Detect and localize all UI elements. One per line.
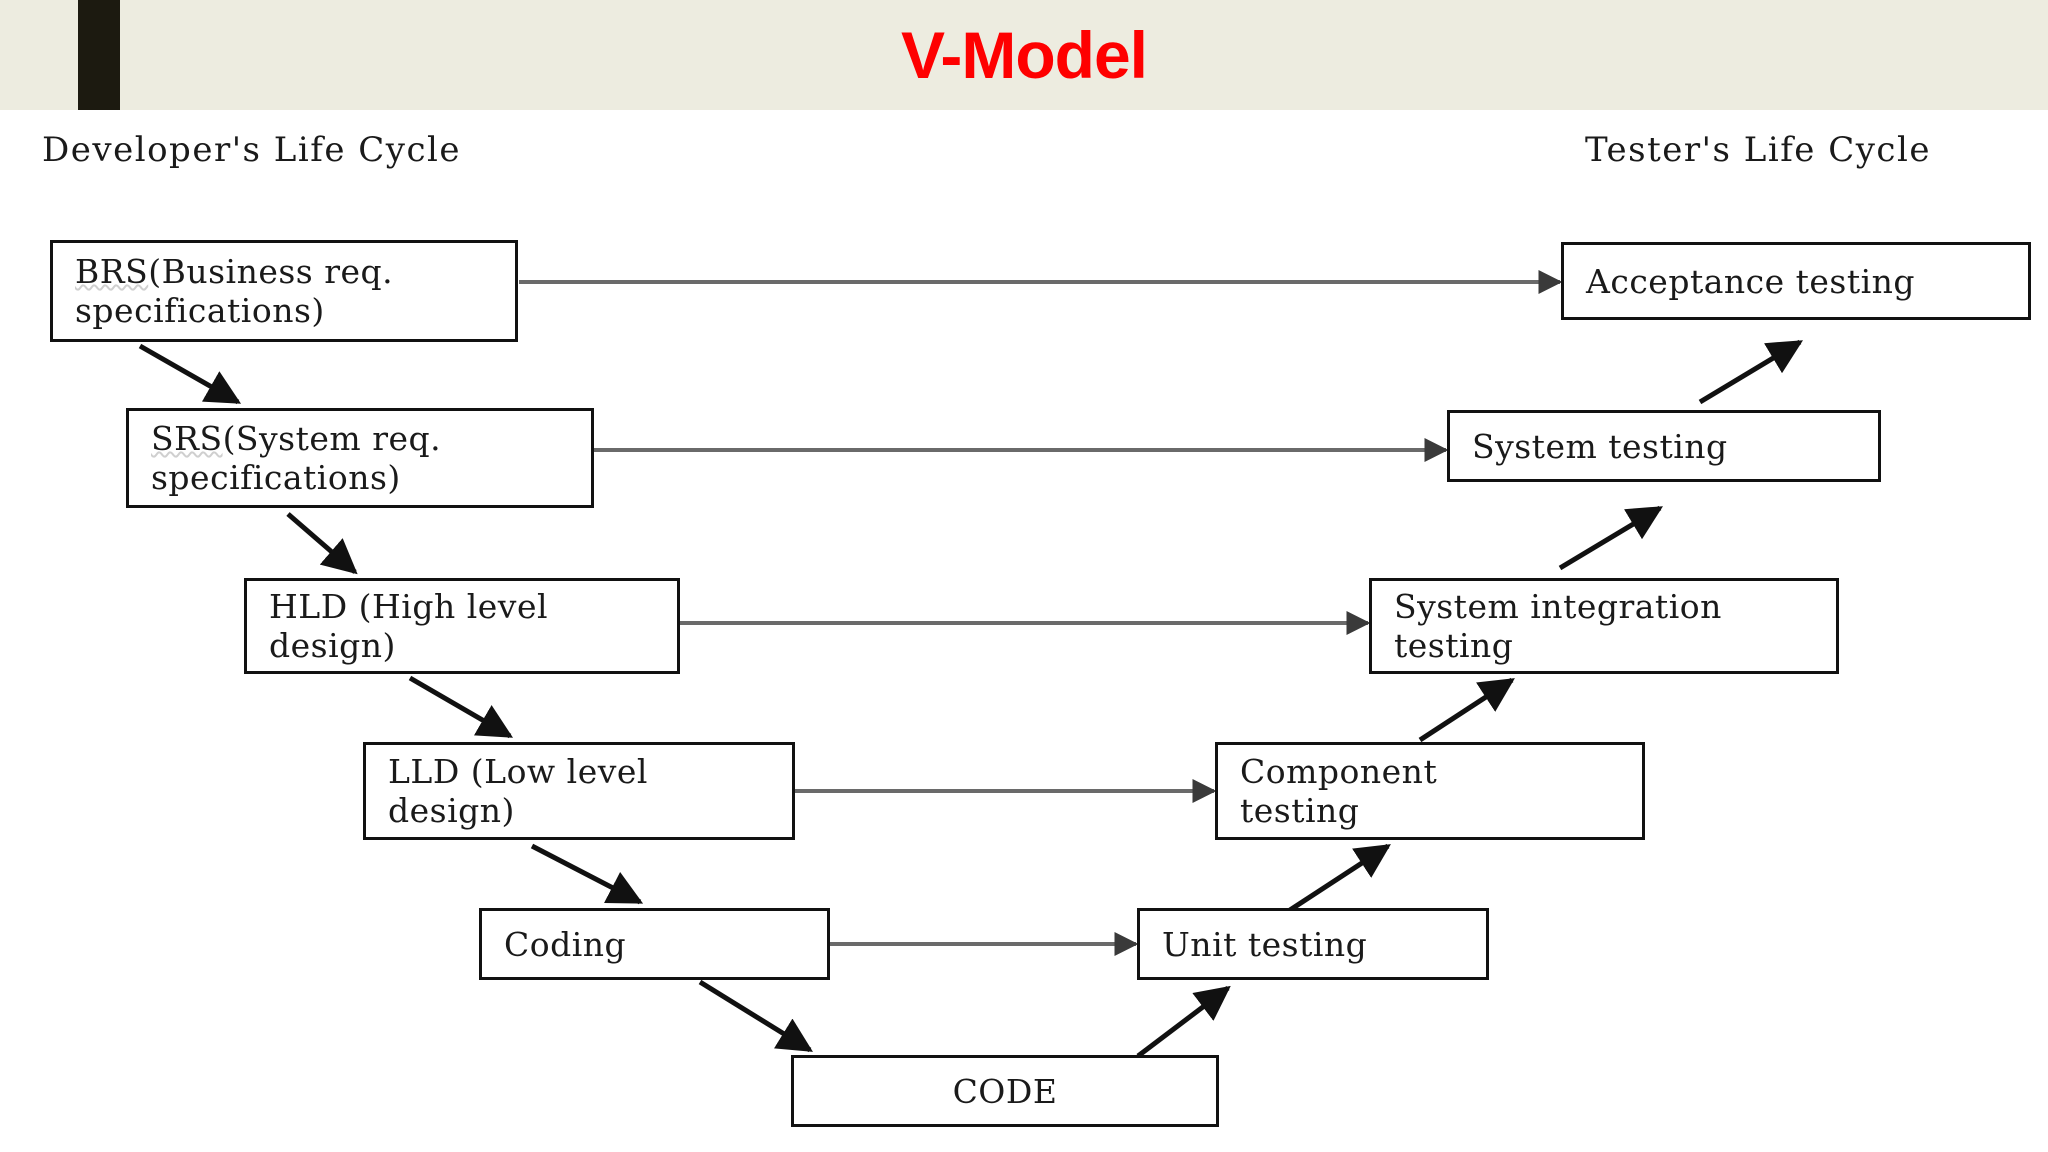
link-sysint-to-system <box>1558 505 1664 571</box>
tester-lifecycle-label: Tester's Life Cycle <box>1585 130 1931 170</box>
node-brs-line2: specifications) <box>75 291 325 330</box>
node-coding-line1: Coding <box>504 924 627 964</box>
node-system-integration-testing[interactable]: System integration testing <box>1369 578 1839 674</box>
node-srs-line1-rest: (System req. <box>222 419 442 458</box>
node-sysint-line1: System integration <box>1394 587 1722 626</box>
node-srs[interactable]: SRS(System req. specifications) <box>126 408 594 508</box>
node-sysint-line2: testing <box>1394 626 1514 665</box>
link-lld-to-coding <box>530 843 644 905</box>
v-model-diagram: BRS(Business req. specifications) SRS(Sy… <box>0 110 2048 1152</box>
slide-header-band <box>0 0 2048 110</box>
page-title: V-Model <box>900 18 1148 92</box>
node-component-line2: testing <box>1240 791 1360 830</box>
link-coding-to-code <box>698 979 813 1053</box>
node-srs-line1: SRS(System req. <box>151 419 591 458</box>
node-brs-line1: BRS(Business req. <box>75 252 515 291</box>
header-accent-bar <box>78 0 120 110</box>
node-lld[interactable]: LLD (Low level design) <box>363 742 795 840</box>
link-component-to-sysint <box>1418 677 1515 743</box>
node-lld-line1: LLD (Low level <box>388 752 648 791</box>
link-brs-to-srs <box>138 343 242 405</box>
node-component-line1: Component <box>1240 752 1438 791</box>
node-unit-line1: Unit testing <box>1162 924 1368 964</box>
link-code-to-unit <box>1136 985 1231 1058</box>
link-srs-to-hld <box>286 512 358 575</box>
node-brs[interactable]: BRS(Business req. specifications) <box>50 240 518 342</box>
node-srs-abbr: SRS <box>151 419 223 458</box>
node-acceptance-line1: Acceptance testing <box>1586 261 1916 301</box>
node-coding[interactable]: Coding <box>479 908 830 980</box>
node-hld-line2: design) <box>269 626 396 665</box>
link-system-to-acceptance <box>1698 339 1804 405</box>
node-brs-line1-rest: (Business req. <box>148 252 394 291</box>
node-component-testing[interactable]: Component testing <box>1215 742 1645 840</box>
node-lld-line2: design) <box>388 791 515 830</box>
node-code[interactable]: CODE <box>791 1055 1219 1127</box>
node-srs-line2: specifications) <box>151 458 401 497</box>
link-hld-to-lld <box>408 675 514 739</box>
node-system-testing[interactable]: System testing <box>1447 410 1881 482</box>
node-brs-abbr: BRS <box>75 252 149 291</box>
node-hld[interactable]: HLD (High level design) <box>244 578 680 674</box>
node-hld-line1: HLD (High level <box>269 587 549 626</box>
node-acceptance-testing[interactable]: Acceptance testing <box>1561 242 2031 320</box>
node-system-line1: System testing <box>1472 426 1728 466</box>
developer-lifecycle-label: Developer's Life Cycle <box>42 130 462 170</box>
node-code-line1: CODE <box>952 1071 1058 1111</box>
node-unit-testing[interactable]: Unit testing <box>1137 908 1489 980</box>
link-unit-to-component <box>1288 843 1391 913</box>
